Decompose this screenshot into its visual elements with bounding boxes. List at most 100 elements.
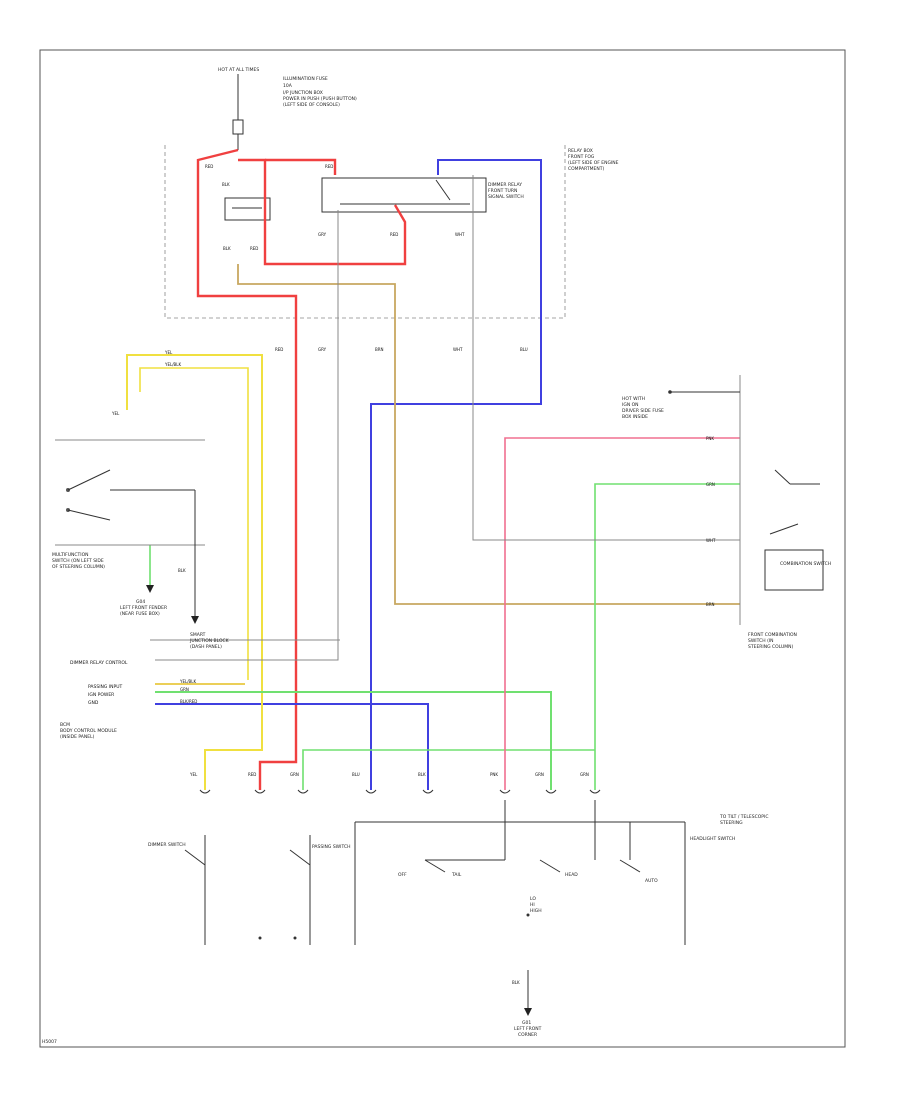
blue-wire — [370, 159, 542, 790]
svg-text:BLK: BLK — [418, 772, 426, 777]
svg-text:GRN: GRN — [706, 482, 715, 487]
bottom-connectors: YEL RED GRN BLU BLK PNK GRN GRN — [189, 772, 601, 794]
blue-wire-bcm — [155, 703, 429, 790]
svg-text:BLU: BLU — [520, 347, 528, 352]
svg-text:(LEFT SIDE OF ENGINE: (LEFT SIDE OF ENGINE — [568, 160, 619, 166]
svg-text:LEFT FRONT: LEFT FRONT — [514, 1026, 542, 1032]
svg-text:WHT: WHT — [455, 232, 465, 237]
footer-code: H5007 — [42, 1039, 57, 1045]
svg-text:YEL: YEL — [111, 411, 120, 416]
svg-text:MULTIFUNCTION: MULTIFUNCTION — [52, 552, 89, 558]
svg-text:JUNCTION BLOCK: JUNCTION BLOCK — [189, 638, 230, 644]
svg-text:RED: RED — [205, 164, 213, 169]
bottom-switches: TO TILT / TELESCOPIC STEERING HEADLIGHT … — [148, 800, 768, 1038]
svg-text:GRN: GRN — [535, 772, 544, 777]
pink-wire — [504, 437, 740, 790]
svg-text:COMPARTMENT): COMPARTMENT) — [568, 166, 604, 172]
svg-text:HEAD: HEAD — [565, 872, 578, 878]
svg-text:SMART: SMART — [190, 632, 206, 638]
front-combination-switch: HOT WITH IGN ON DRIVER SIDE FUSE BOX INS… — [622, 375, 831, 650]
svg-text:DRIVER SIDE FUSE: DRIVER SIDE FUSE — [622, 408, 664, 414]
svg-text:STEERING COLUMN): STEERING COLUMN) — [748, 644, 794, 650]
svg-text:YEL/BLK: YEL/BLK — [164, 362, 182, 367]
svg-text:YEL: YEL — [189, 772, 198, 777]
svg-text:BRN: BRN — [706, 602, 715, 607]
svg-text:(DASH PANEL): (DASH PANEL) — [190, 644, 222, 650]
svg-text:GND: GND — [88, 700, 99, 706]
svg-text:OFF: OFF — [398, 872, 407, 878]
svg-text:IGN ON: IGN ON — [622, 402, 639, 408]
svg-text:BLK: BLK — [178, 568, 186, 573]
svg-text:(LEFT SIDE OF CONSOLE): (LEFT SIDE OF CONSOLE) — [283, 102, 340, 108]
svg-text:SIGNAL SWITCH: SIGNAL SWITCH — [488, 194, 524, 200]
svg-text:DIMMER SWITCH: DIMMER SWITCH — [148, 842, 186, 848]
svg-text:FRONT COMBINATION: FRONT COMBINATION — [748, 632, 797, 638]
yellow-wire-2 — [139, 367, 249, 680]
svg-text:HOT WITH: HOT WITH — [622, 396, 645, 402]
smart-junction-block: SMART JUNCTION BLOCK (DASH PANEL) DIMMER… — [60, 632, 340, 740]
svg-text:SWITCH (IN: SWITCH (IN — [748, 638, 774, 644]
svg-text:SWITCH (ON LEFT SIDE: SWITCH (ON LEFT SIDE — [52, 558, 104, 564]
svg-text:BLK: BLK — [512, 980, 520, 985]
svg-text:DIMMER RELAY: DIMMER RELAY — [488, 182, 522, 188]
svg-text:BODY CONTROL MODULE: BODY CONTROL MODULE — [60, 728, 117, 734]
svg-text:BOX INSIDE: BOX INSIDE — [622, 414, 648, 420]
svg-text:HOT AT ALL TIMES: HOT AT ALL TIMES — [218, 67, 259, 73]
green-wire-bottom — [302, 749, 595, 790]
diagram-frame — [39, 49, 846, 1048]
svg-text:PASSING INPUT: PASSING INPUT — [88, 684, 123, 690]
svg-text:FRONT FOG: FRONT FOG — [568, 154, 595, 160]
red-wire-relay — [238, 158, 407, 266]
svg-text:PNK: PNK — [706, 436, 714, 441]
svg-text:BLK/RED: BLK/RED — [180, 699, 197, 704]
svg-text:BLK: BLK — [222, 182, 230, 187]
svg-text:PNK: PNK — [490, 772, 498, 777]
svg-text:RED: RED — [325, 164, 333, 169]
yellow-wire — [126, 354, 263, 790]
dimmer-relay: DIMMER RELAY FRONT TURN SIGNAL SWITCH — [224, 177, 524, 221]
svg-text:RED: RED — [275, 347, 283, 352]
green-wire-bcm — [155, 691, 552, 790]
svg-text:RED: RED — [250, 246, 258, 251]
svg-text:AUTO: AUTO — [645, 878, 658, 884]
red-wire-top — [265, 158, 337, 175]
svg-text:FRONT TURN: FRONT TURN — [488, 188, 517, 194]
svg-text:TO TILT / TELESCOPIC: TO TILT / TELESCOPIC — [719, 814, 768, 820]
svg-text:GRN: GRN — [290, 772, 299, 777]
gray-wire-1 — [155, 210, 339, 661]
gray-wire-2 — [472, 175, 740, 541]
svg-text:(INSIDE PANEL): (INSIDE PANEL) — [60, 734, 95, 740]
svg-text:RED: RED — [390, 232, 398, 237]
green-wire-right — [594, 483, 740, 790]
svg-text:COMBINATION SWITCH: COMBINATION SWITCH — [780, 561, 831, 567]
svg-text:OF STEERING COLUMN): OF STEERING COLUMN) — [52, 564, 105, 570]
svg-text:DIMMER RELAY CONTROL: DIMMER RELAY CONTROL — [70, 660, 128, 666]
svg-text:CORNER: CORNER — [518, 1032, 537, 1038]
svg-text:I/P JUNCTION BOX: I/P JUNCTION BOX — [283, 90, 323, 96]
svg-text:HEADLIGHT SWITCH: HEADLIGHT SWITCH — [690, 836, 735, 842]
svg-text:LEFT FRONT FENDER: LEFT FRONT FENDER — [120, 605, 167, 611]
svg-text:IGN POWER: IGN POWER — [88, 692, 114, 698]
svg-text:TAIL: TAIL — [451, 872, 462, 878]
svg-text:RELAY BOX: RELAY BOX — [568, 148, 593, 154]
svg-text:G01: G01 — [522, 1020, 531, 1026]
relay-box-outline — [164, 145, 566, 319]
svg-text:ILLUMINATION FUSE: ILLUMINATION FUSE — [283, 76, 328, 82]
tan-wire — [237, 264, 740, 605]
red-wire-main — [196, 148, 298, 790]
svg-text:10A: 10A — [283, 83, 293, 89]
svg-text:GRN: GRN — [180, 687, 189, 692]
svg-text:YEL/BLK: YEL/BLK — [179, 679, 197, 684]
svg-text:G04: G04 — [136, 599, 145, 605]
svg-text:HI: HI — [530, 902, 535, 908]
svg-text:PASSING SWITCH: PASSING SWITCH — [312, 844, 350, 850]
svg-text:HIGH: HIGH — [530, 908, 542, 914]
svg-text:WHT: WHT — [706, 538, 716, 543]
svg-text:BRN: BRN — [375, 347, 384, 352]
svg-text:LO: LO — [530, 896, 536, 902]
svg-text:RED: RED — [248, 772, 256, 777]
svg-text:WHT: WHT — [453, 347, 463, 352]
wire-labels-top: RED RED BLK GRY RED WHT BLK RED RED GRY … — [111, 164, 528, 573]
svg-text:GRY: GRY — [318, 232, 327, 237]
